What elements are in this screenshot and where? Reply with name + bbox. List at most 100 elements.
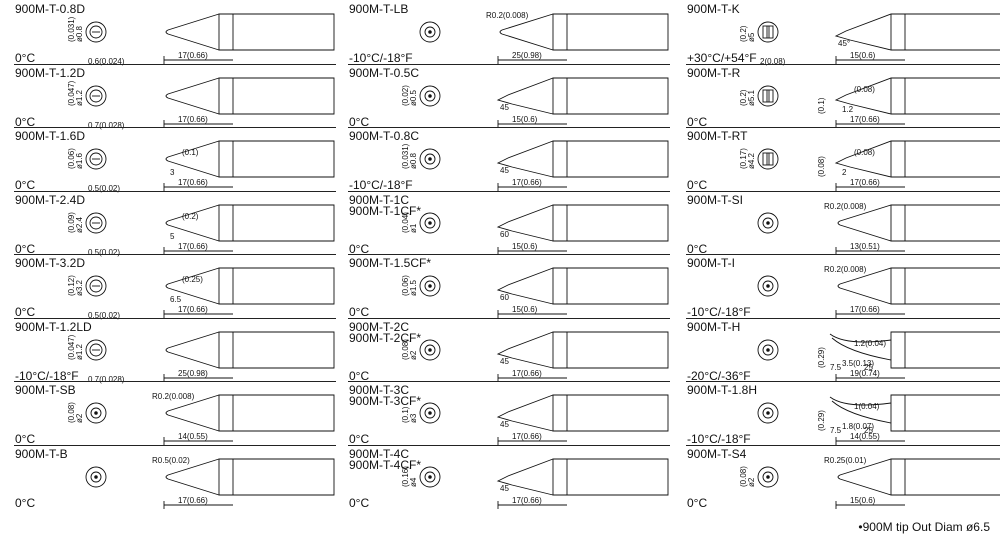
tip-body (552, 13, 669, 51)
row-divider (348, 317, 670, 319)
dim-c-label: (0.29) (817, 410, 826, 431)
tip-model-name: 900M-T-SI (687, 192, 744, 207)
dim-b-label: 1.2 (842, 105, 854, 114)
dia-mm-label: ø4 (409, 477, 418, 487)
length-label: 17(0.66) (178, 305, 208, 314)
radius-label: R0.5(0.02) (152, 456, 190, 465)
dim-e-label: 25 (864, 363, 873, 372)
end-view-face (424, 217, 436, 228)
end-view-face (89, 152, 103, 166)
radius-label: R0.25(0.01) (824, 456, 867, 465)
end-view-face (424, 280, 436, 292)
end-view-outline (85, 21, 107, 43)
tip-body (890, 394, 1000, 432)
tip-point (165, 331, 220, 368)
end-view-face (762, 344, 774, 355)
row-divider (348, 63, 670, 65)
tip-drawing: 17(0.66)(0.12)ø3.20.5(0.02)(0.25)6.5 (67, 267, 335, 320)
end-view-outline (419, 402, 441, 424)
tip-drawing: 17(0.66)(0.09)ø2.40.5(0.02)(0.2)5 (67, 204, 335, 257)
tip-drawing: 17(0.66)(0.047)ø1.20.7(0.028) (67, 77, 335, 130)
dim-a-label: 1.2(0.04) (854, 339, 886, 348)
dia-mm-label: ø1.2 (75, 343, 84, 360)
dia-inch-label: (0.031) (67, 16, 76, 42)
dia-mm-label: ø2.4 (75, 216, 84, 233)
tip-temp-offset: 0°C (349, 495, 370, 510)
tip-temp-offset: 0°C (15, 241, 36, 256)
tip-point (165, 267, 220, 305)
dia-mm-label: ø0.5 (409, 89, 418, 106)
tip-body (552, 331, 669, 368)
tip-temp-offset: 0°C (15, 495, 36, 510)
tip-temp-offset: 0°C (349, 432, 370, 446)
tip-point (829, 333, 892, 360)
dia-mm-label: ø3 (409, 413, 418, 423)
dia-inch-label: (0.17) (739, 148, 748, 169)
tip-body (218, 204, 335, 241)
end-view-outline (85, 339, 107, 360)
dim-a-label: 1(0.04) (854, 402, 880, 411)
tip-model-name: 900M-T-RT (687, 129, 748, 143)
row-divider (14, 127, 336, 128)
end-view-outline (419, 339, 441, 360)
dia-mm-label: ø2 (75, 413, 84, 423)
tip-point (837, 204, 892, 241)
tip-drawing: 17(0.66)(0.06)ø1.60.5(0.02)(0.1)3 (67, 140, 335, 193)
row-divider (686, 444, 1000, 446)
tip-point (165, 77, 220, 114)
dim-c-label: (0.29) (817, 346, 826, 367)
radius-label: R0.2(0.008) (152, 392, 195, 401)
tip-body (218, 140, 335, 178)
tip-temp-offset: 0°C (15, 305, 36, 319)
end-view-face (90, 471, 102, 482)
row-divider (348, 254, 670, 255)
tip-point (496, 204, 554, 241)
thickness-label: 0.7(0.028) (88, 121, 125, 130)
end-view-face (762, 89, 774, 102)
dim-b-label: 5 (170, 232, 175, 241)
tip-point (165, 394, 220, 432)
angle-label: 60 (500, 230, 509, 239)
end-view-outline (85, 148, 107, 170)
tip-drawing: 17(0.66)(0.17)ø4.2(0.08)2(0.08) (739, 140, 1000, 191)
tip-drawing: 25(0.98)(0.047)ø1.20.7(0.028) (67, 331, 335, 384)
tip-body (890, 204, 1000, 241)
dim-b-label: 3 (170, 168, 175, 177)
dia-mm-label: ø1 (409, 223, 418, 233)
tip-drawing: 15(0.6)(0.02)ø0.545 (401, 77, 669, 128)
end-view-outline (85, 402, 107, 424)
dim-c-label: (0.08) (817, 156, 826, 177)
angle-label: 45 (500, 103, 509, 112)
tip-model-name: 900M-T-K (687, 2, 740, 16)
tip-temp-offset: 0°C (15, 114, 36, 129)
footer-note: •900M tip Out Diam ø6.5 (858, 520, 990, 534)
dia-inch-label: (0.12) (67, 275, 76, 296)
dia-inch-label: (0.09) (67, 211, 76, 232)
thickness-label: 0.5(0.02) (88, 311, 120, 320)
tip-temp-offset: -10°C/-18°F (687, 432, 751, 446)
end-view-outline (85, 85, 107, 106)
tip-body (218, 77, 335, 114)
tip-temp-offset: 0°C (15, 51, 36, 65)
dia-inch-label: (0.047) (67, 334, 76, 360)
tip-drawing: 15(0.6)(0.2)ø52(0.08)45° (739, 13, 1000, 66)
end-view-outline (757, 85, 779, 106)
length-label: 17(0.66) (850, 305, 880, 314)
tip-point (496, 394, 554, 432)
tip-point (837, 458, 892, 495)
tip-model-name-alt: 900M-T-1CF* (349, 203, 422, 218)
end-view-face (762, 407, 774, 419)
length-label: 17(0.66) (178, 178, 208, 187)
row-divider (348, 381, 670, 382)
tip-model-name: 900M-T-LB (349, 2, 409, 16)
end-view-outline (419, 466, 441, 487)
angle-label: 45 (500, 420, 509, 429)
